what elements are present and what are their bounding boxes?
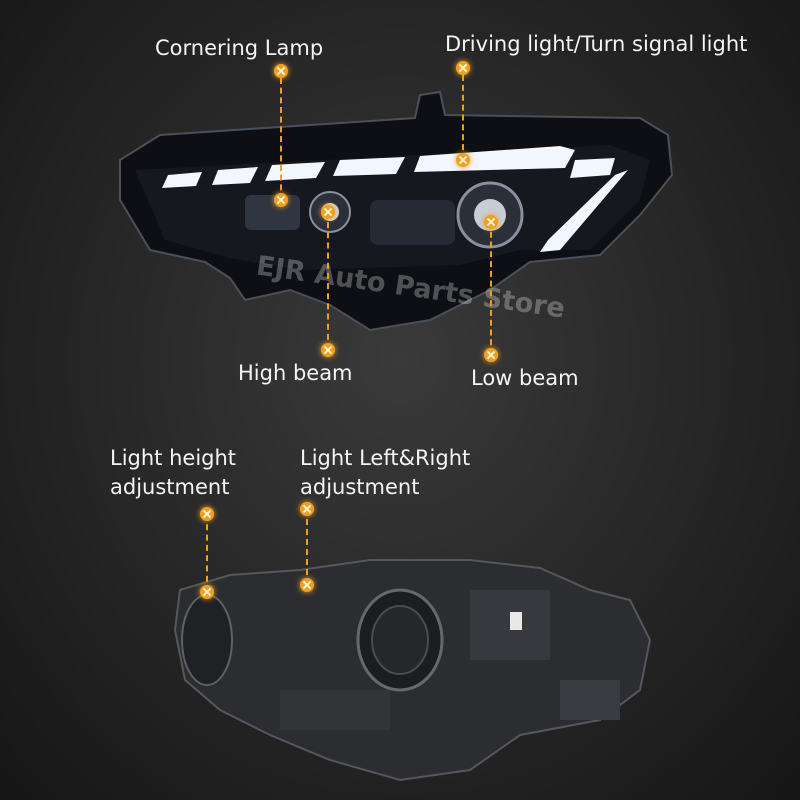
label-cornering-lamp: Cornering Lamp: [155, 36, 324, 60]
headlight-rear-view: [173, 559, 652, 782]
label-light-height-adjustment: Light height adjustment: [110, 444, 236, 502]
label-line: adjustment: [300, 475, 420, 499]
callout-line: [327, 212, 329, 350]
callout-marker-icon: [300, 578, 314, 592]
label-light-left-right-adjustment: Light Left&Right adjustment: [300, 444, 470, 502]
callout-marker-icon: [300, 502, 314, 516]
callout-marker-icon: [200, 507, 214, 521]
label-line: Light Left&Right: [300, 446, 471, 470]
callout-marker-icon: [484, 215, 498, 229]
label-line: adjustment: [110, 475, 230, 499]
callout-line: [206, 514, 208, 592]
callout-marker-icon: [484, 348, 498, 362]
callout-marker-icon: [456, 153, 470, 167]
label-low-beam: Low beam: [471, 366, 579, 390]
callout-marker-icon: [200, 585, 214, 599]
callout-marker-icon: [321, 205, 335, 219]
label-driving-light: Driving light/Turn signal light: [445, 32, 748, 56]
callout-line: [280, 78, 282, 200]
callout-marker-icon: [321, 343, 335, 357]
callout-marker-icon: [274, 64, 288, 78]
label-line: Light height: [110, 446, 237, 470]
callout-line: [306, 509, 308, 585]
callout-marker-icon: [456, 61, 470, 75]
callout-line: [462, 75, 464, 160]
callout-line: [490, 222, 492, 355]
callout-marker-icon: [274, 193, 288, 207]
label-high-beam: High beam: [238, 361, 353, 385]
